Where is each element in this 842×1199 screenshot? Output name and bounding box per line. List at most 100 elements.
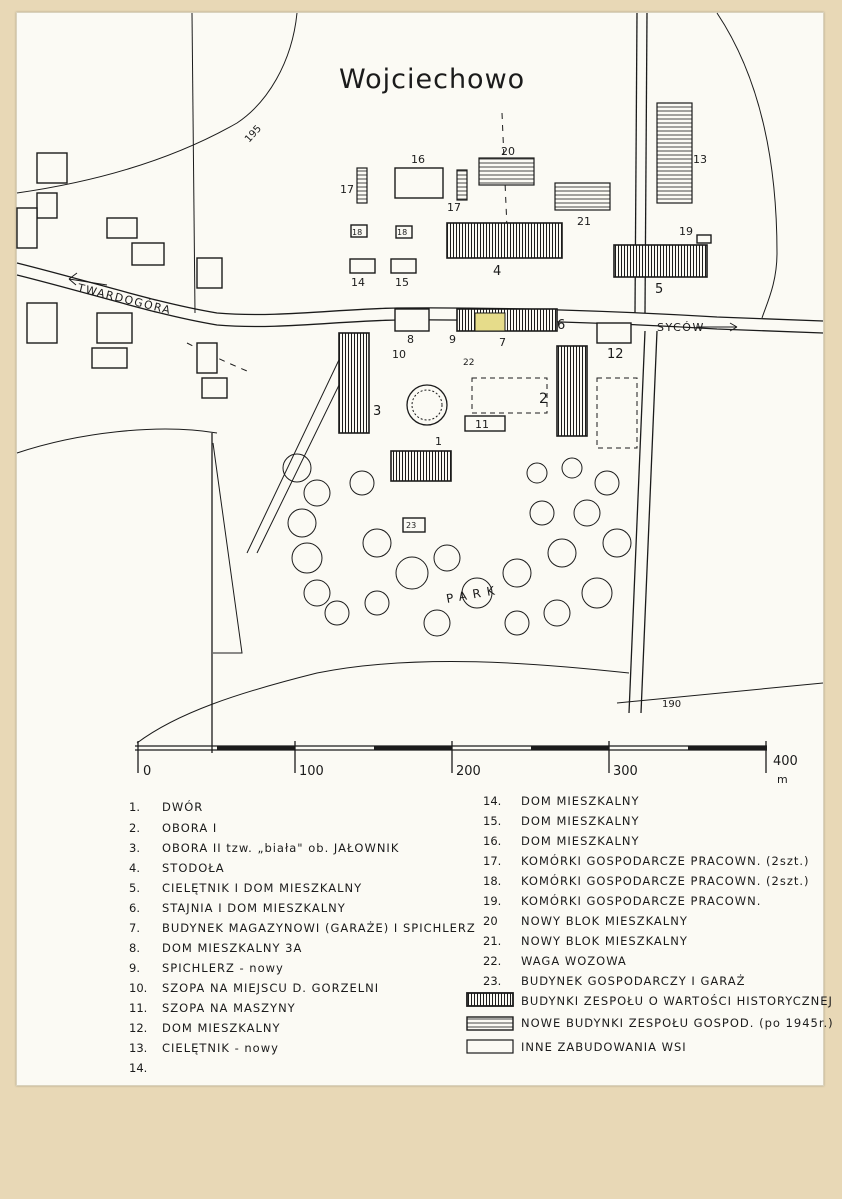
road-label-195: 195 bbox=[243, 123, 264, 145]
building-label-4: 4 bbox=[493, 264, 501, 279]
building-label-20: 20 bbox=[501, 145, 515, 158]
building-label-17b: 17 bbox=[447, 201, 461, 214]
park-label: PARK bbox=[445, 583, 501, 606]
legend-item: 2. OBORA I bbox=[129, 821, 217, 835]
legend-item: 8. DOM MIESZKALNY 3A bbox=[129, 941, 302, 955]
map-text: 23. bbox=[483, 974, 501, 988]
building-label-3: 3 bbox=[373, 404, 381, 419]
building-label-1: 1 bbox=[435, 435, 442, 448]
legend-item: 19. KOMÓRKI GOSPODARCZE PRACOWN. bbox=[483, 893, 761, 908]
building-label-15: 15 bbox=[395, 276, 409, 289]
building-label-18b: 18 bbox=[397, 228, 407, 237]
map-text: KOMÓRKI GOSPODARCZE PRACOWN. (2szt.) bbox=[521, 873, 810, 888]
building-label-8: 8 bbox=[407, 333, 414, 346]
map-text: 16. bbox=[483, 834, 501, 848]
legend-item: 13. CIELĘTNIK - nowy bbox=[129, 1041, 279, 1055]
legend-symbol-other: INNE ZABUDOWANIA WSI bbox=[521, 1040, 687, 1054]
map-text: DOM MIESZKALNY bbox=[521, 834, 639, 848]
legend-left: 1.DWÓR 2. OBORA I 3. OBORA II tzw. „biała"… bbox=[129, 799, 476, 1075]
map-text: DOM MIESZKALNY bbox=[521, 814, 639, 828]
legend-swatch-historic bbox=[466, 992, 514, 1007]
map-text: 19. bbox=[483, 894, 501, 908]
legend-item: 16. DOM MIESZKALNY bbox=[483, 834, 639, 848]
building-label-22: 22 bbox=[463, 358, 474, 368]
map-text: BUDYNEK MAGAZYNOWI (GARAŻE) I SPICHLERZ bbox=[162, 920, 476, 935]
legend-item: 18. KOMÓRKI GOSPODARCZE PRACOWN. (2szt.) bbox=[483, 873, 810, 888]
map-text: NOWY BLOK MIESZKALNY bbox=[521, 914, 688, 928]
legend-item: 6. STAJNIA I DOM MIESZKALNY bbox=[129, 901, 346, 915]
building-label-9: 9 bbox=[449, 333, 456, 346]
map-title: Wojciechowo bbox=[339, 64, 525, 95]
legend-item: 1.DWÓR bbox=[129, 799, 203, 814]
legend-item: 10. SZOPA NA MIEJSCU D. GORZELNI bbox=[129, 981, 379, 995]
map-text: OBORA I bbox=[162, 821, 217, 835]
legend-item: 21. NOWY BLOK MIESZKALNY bbox=[483, 934, 688, 948]
map-text: 12. bbox=[129, 1021, 147, 1035]
map-text: 13. bbox=[129, 1041, 147, 1055]
map-text: 9. bbox=[129, 961, 140, 975]
map-text: SZOPA NA MIEJSCU D. GORZELNI bbox=[162, 981, 379, 995]
legend-item: 12.DOM MIESZKALNY bbox=[129, 1021, 279, 1035]
map-sheet: Wojciechowo TWARDOGÓRA SYCÓW 195 1 9 0 bbox=[16, 12, 833, 1086]
park-trees bbox=[282, 453, 632, 637]
scale-tick-300: 300 bbox=[613, 764, 638, 779]
legend-item: 15. DOM MIESZKALNY bbox=[483, 814, 639, 828]
map-text: 10. bbox=[129, 981, 147, 995]
map-text: KOMÓRKI GOSPODARCZE PRACOWN. bbox=[521, 893, 761, 908]
legend-item: 22.WAGA WOZOWA bbox=[483, 954, 626, 968]
building-label-6: 6 bbox=[557, 318, 565, 333]
scale-tick-100: 100 bbox=[299, 764, 324, 779]
map-text: STAJNIA I DOM MIESZKALNY bbox=[162, 901, 346, 915]
map-text: 17. bbox=[483, 854, 501, 868]
map-text: 14. bbox=[483, 794, 501, 808]
legend-item: 3. OBORA II tzw. „biała" ob. JAŁOWNIK bbox=[129, 841, 399, 855]
map-text: OBORA II tzw. „biała" ob. JAŁOWNIK bbox=[162, 841, 399, 855]
map-text: 7. bbox=[129, 921, 140, 935]
map-text: 8. bbox=[129, 941, 140, 955]
legend-swatch-new bbox=[466, 1016, 514, 1031]
map-text: 15. bbox=[483, 814, 501, 828]
building-label-23: 23 bbox=[406, 521, 416, 530]
building-label-16: 16 bbox=[411, 153, 425, 166]
legend-right: 14.DOM MIESZKALNY 15. DOM MIESZKALNY 16. D… bbox=[466, 794, 833, 1054]
legend-item: 4. STODOŁA bbox=[129, 861, 225, 875]
scale-tick-400: 400 bbox=[773, 754, 798, 769]
legend-item: 23. BUDYNEK GOSPODARCZY I GARAŻ bbox=[483, 973, 746, 988]
map-text: KOMÓRKI GOSPODARCZE PRACOWN. (2szt.) bbox=[521, 853, 810, 868]
village-houses bbox=[16, 152, 228, 399]
building-label-18a: 18 bbox=[352, 228, 362, 237]
map-text: CIELĘTNIK I DOM MIESZKALNY bbox=[162, 881, 362, 895]
scale-bar: 0 100 200 300 400 m bbox=[135, 741, 798, 786]
map-text: 22. bbox=[483, 954, 501, 968]
scale-tick-0: 0 bbox=[143, 764, 151, 779]
road-label-sycow: SYCÓW bbox=[657, 321, 705, 334]
map-text: 2. bbox=[129, 821, 140, 835]
building-label-2: 2 bbox=[539, 391, 548, 407]
road-label-twardogora: TWARDOGÓRA bbox=[75, 281, 172, 317]
map-text: 18. bbox=[483, 874, 501, 888]
legend-swatch-other bbox=[466, 1039, 514, 1054]
legend-item: 14.DOM MIESZKALNY bbox=[483, 794, 638, 808]
building-label-13: 13 bbox=[693, 153, 707, 166]
map-text: BUDYNEK GOSPODARCZY I GARAŻ bbox=[521, 973, 746, 988]
legend-item: 14. bbox=[129, 1061, 147, 1075]
map-text: 6. bbox=[129, 901, 140, 915]
map-text: 21. bbox=[483, 934, 501, 948]
scale-tick-200: 200 bbox=[456, 764, 481, 779]
map-text: STODOŁA bbox=[162, 861, 225, 875]
map-text: 4. bbox=[129, 861, 140, 875]
map-text: 14. bbox=[129, 1061, 147, 1075]
map-text: CIELĘTNIK - nowy bbox=[162, 1041, 279, 1055]
building-labels: 1 2 3 4 5 6 7 8 9 10 11 12 13 14 15 16 1… bbox=[340, 145, 707, 530]
building-label-11: 11 bbox=[475, 418, 489, 431]
building-label-5: 5 bbox=[655, 282, 663, 297]
map-text: DWÓR bbox=[162, 799, 203, 814]
legend-item: 7. BUDYNEK MAGAZYNOWI (GARAŻE) I SPICHLER… bbox=[129, 920, 476, 935]
map-text: NOWY BLOK MIESZKALNY bbox=[521, 934, 688, 948]
map-text: 3. bbox=[129, 841, 140, 855]
map-text: 11. bbox=[129, 1001, 147, 1015]
map-text: DOM MIESZKALNY 3A bbox=[162, 941, 302, 955]
building-label-7: 7 bbox=[499, 336, 506, 349]
map-text: SZOPA NA MASZYNY bbox=[162, 1001, 296, 1015]
